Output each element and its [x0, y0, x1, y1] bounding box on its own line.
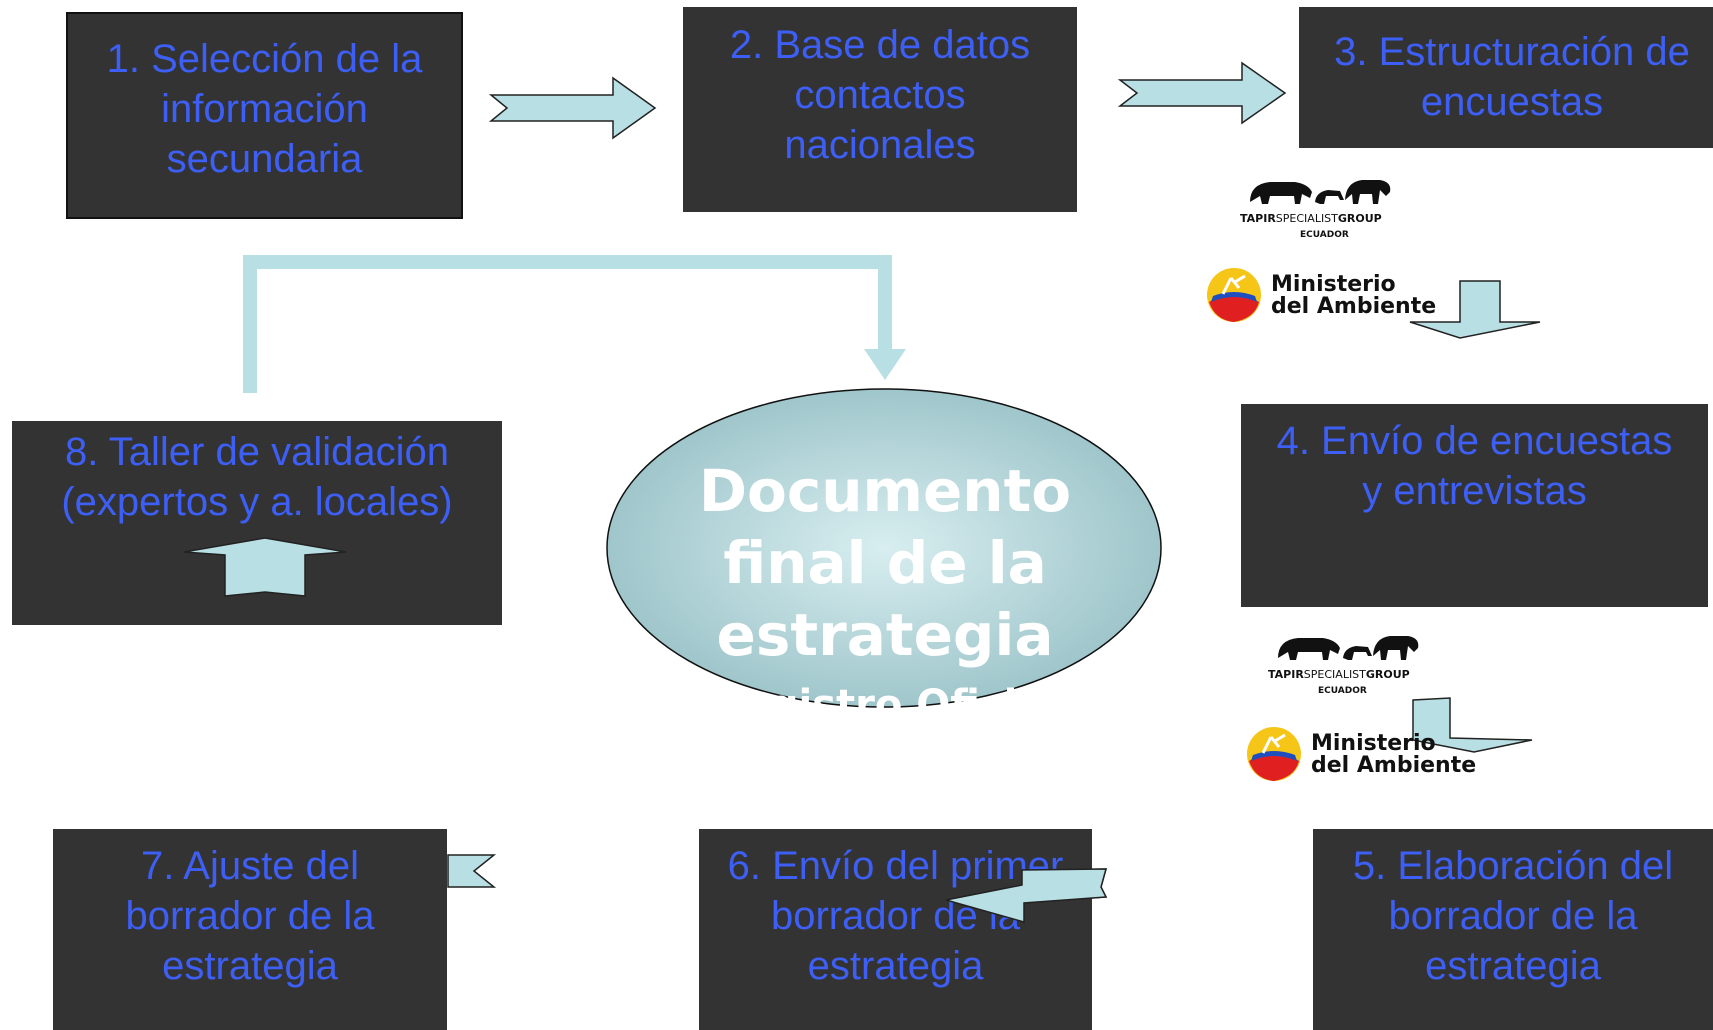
step-7-line-1: 7. Ajuste del — [141, 844, 359, 888]
step-1-box: 1. Selección de la información secundari… — [66, 12, 463, 219]
step-7-line-2: borrador de la — [125, 894, 375, 938]
ministry-emblem-icon-2 — [1247, 727, 1301, 781]
tapir-silhouette-icon-2 — [1278, 636, 1419, 660]
step-7-box: 7. Ajuste del borrador de la estrategia — [53, 829, 447, 1030]
tapir-brand-line-2: TAPIRSPECIALISTGROUP — [1268, 668, 1410, 681]
step-5-line-2: borrador de la — [1388, 894, 1638, 938]
tapir-specialist-2: SPECIALIST — [1303, 668, 1366, 681]
tapir-country-2: ECUADOR — [1318, 686, 1367, 696]
ministry-line-1-b: Ministerio — [1311, 731, 1436, 756]
step-5-line-3: estrategia — [1425, 944, 1601, 988]
center-ellipse — [606, 388, 1162, 708]
step-7-line-3: estrategia — [162, 944, 338, 988]
step-4-line-1: 4. Envío de encuestas — [1276, 419, 1673, 463]
center-line-3: estrategia — [716, 601, 1054, 669]
arrow-2-to-3 — [1117, 61, 1287, 125]
step-2-box: 2. Base de datos contactos nacionales — [683, 7, 1077, 212]
tapir-brand-line: TAPIRSPECIALISTGROUP — [1240, 212, 1382, 225]
step-3-box: 3. Estructuración de encuestas — [1299, 7, 1713, 148]
step-1-line-1: 1. Selección de la — [106, 37, 423, 81]
tapir-group-logo-top: TAPIRSPECIALISTGROUP ECUADOR — [1240, 172, 1400, 244]
step-4-line-2: y entrevistas — [1362, 469, 1587, 513]
tapir-country: ECUADOR — [1300, 230, 1349, 240]
ministry-logo-bottom: Ministerio del Ambiente — [1245, 725, 1476, 785]
step-1-line-3: secundaria — [166, 137, 363, 181]
center-line-2: final de la — [723, 529, 1047, 597]
step-2-line-2: contactos — [794, 73, 966, 117]
step-2-line-3: nacionales — [784, 123, 976, 167]
step-6-line-2: borrador de la — [770, 894, 1021, 938]
tapir-brand-2: TAPIR — [1268, 668, 1304, 681]
step-6-box: 6. Envío del primer borrador de la estra… — [699, 829, 1092, 1030]
step-8-box: 8. Taller de validación (expertos y a. l… — [12, 421, 502, 625]
ministry-logo-top: Ministerio del Ambiente — [1205, 266, 1436, 326]
step-3-line-2: encuestas — [1420, 80, 1604, 124]
ministry-emblem-icon — [1207, 268, 1261, 322]
arrow-4-to-5 — [1412, 697, 1533, 753]
tapir-silhouette-icon — [1250, 180, 1391, 204]
tapir-specialist: SPECIALIST — [1275, 212, 1338, 225]
step-8-line-2: (expertos y a. locales) — [61, 480, 453, 524]
ministry-line-2: del Ambiente — [1271, 294, 1437, 319]
ministry-line-1: Ministerio — [1271, 272, 1396, 297]
arrow-3-to-4 — [1409, 280, 1541, 339]
arrow-8-to-center-head — [864, 349, 906, 380]
arrow-6-to-7 — [447, 854, 497, 888]
step-1-line-2: información — [161, 87, 368, 131]
step-6-line-3: estrategia — [807, 944, 984, 988]
step-2-line-1: 2. Base de datos — [729, 23, 1031, 67]
arrow-1-to-2 — [488, 76, 657, 140]
center-subtitle: Registro Oficial — [711, 682, 1059, 712]
ministry-line-2-b: del Ambiente — [1311, 753, 1477, 778]
arrow-8-to-center — [243, 255, 892, 393]
tapir-brand: TAPIR — [1240, 212, 1276, 225]
center-line-1: Documento — [698, 457, 1072, 525]
center-title: Documento final de la estrategia — [600, 455, 1170, 671]
tapir-group: GROUP — [1337, 212, 1382, 225]
step-4-box: 4. Envío de encuestas y entrevistas — [1241, 404, 1708, 607]
step-3-line-1: 3. Estructuración de — [1334, 30, 1690, 74]
step-8-line-1: 8. Taller de validación — [65, 430, 449, 474]
tapir-group-logo-bottom: TAPIRSPECIALISTGROUP ECUADOR — [1268, 628, 1428, 700]
tapir-group-2: GROUP — [1365, 668, 1410, 681]
step-5-box: 5. Elaboración del borrador de la estrat… — [1313, 829, 1713, 1030]
step-6-line-1: 6. Envío del primer — [727, 844, 1064, 888]
step-5-line-1: 5. Elaboración del — [1352, 844, 1674, 888]
